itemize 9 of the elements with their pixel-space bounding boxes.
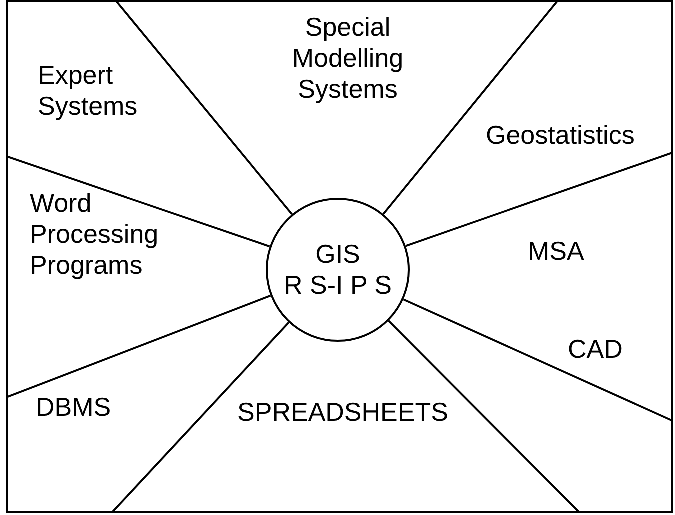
sector-label: DBMS [36, 392, 136, 423]
sector-label: Special Modelling Systems [258, 12, 438, 105]
sector-label: MSA [528, 236, 608, 267]
sector-label: Expert Systems [38, 60, 188, 122]
sector-label: CAD [568, 334, 648, 365]
sector-label: Geostatistics [486, 120, 671, 151]
center-label: GIS R S-I P S [283, 239, 393, 301]
sector-label: SPREADSHEETS [223, 397, 463, 428]
sector-label: Word Processing Programs [30, 188, 220, 281]
